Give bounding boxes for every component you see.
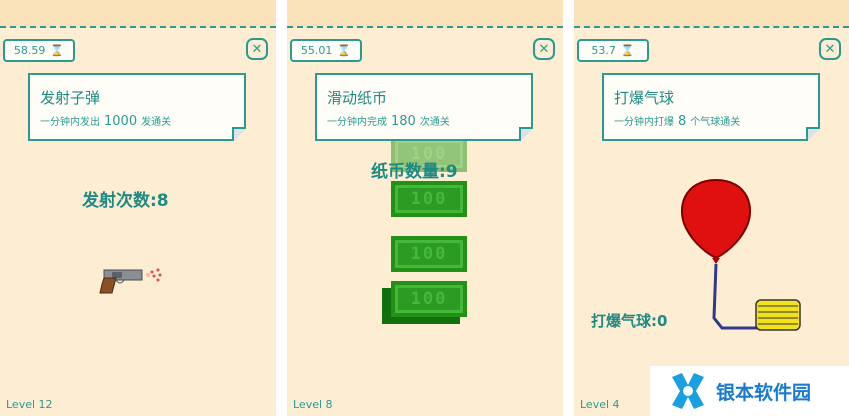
desc-suffix: 个气球通关 <box>690 117 741 128</box>
bill[interactable]: 100 <box>391 236 467 272</box>
close-icon: ✕ <box>824 41 836 57</box>
task-title: 打爆气球 <box>614 89 675 107</box>
desc-prefix: 一分钟内打爆 <box>614 117 674 128</box>
close-icon: ✕ <box>538 41 550 57</box>
close-button[interactable]: ✕ <box>819 38 841 60</box>
balloon-counter: 打爆气球:0 <box>591 312 668 330</box>
task-title: 发射子弹 <box>40 89 101 107</box>
watermark-text: 银本软件园 <box>716 381 812 404</box>
timer-badge: 55.01 ⌛ <box>290 39 362 62</box>
hourglass-icon: ⌛ <box>50 44 65 57</box>
hourglass-icon: ⌛ <box>337 44 352 57</box>
task-target: 180 <box>391 114 416 129</box>
bill-label: 100 <box>410 189 448 209</box>
top-bar <box>0 0 276 28</box>
bill-label: 100 <box>410 244 448 264</box>
timer-value: 53.7 <box>591 44 616 57</box>
timer-value: 58.59 <box>13 44 46 57</box>
task-title: 滑动纸币 <box>327 89 388 107</box>
watermark-logo-icon <box>672 373 704 409</box>
revolver-icon[interactable] <box>98 266 164 296</box>
bill-counter: 纸币数量:9 <box>371 162 458 182</box>
bill-label: 100 <box>410 289 448 309</box>
watermark: 银本软件园 <box>650 366 849 416</box>
top-bar <box>574 0 849 28</box>
page-fold <box>519 127 533 141</box>
desc-suffix: 次通关 <box>419 117 450 128</box>
page-fold <box>806 127 820 141</box>
spring-weight <box>755 299 801 331</box>
timer-badge: 58.59 ⌛ <box>3 39 75 62</box>
level-label: Level 12 <box>6 398 53 411</box>
task-target: 1000 <box>104 114 138 129</box>
hourglass-icon: ⌛ <box>620 44 635 57</box>
shot-counter: 发射次数:8 <box>82 191 169 211</box>
timer-badge: 53.7 ⌛ <box>577 39 649 62</box>
flying-bill: 100 <box>391 136 467 172</box>
level-label: Level 4 <box>580 398 620 411</box>
desc-prefix: 一分钟内发出 <box>40 117 100 128</box>
bill[interactable]: 100 <box>391 181 467 217</box>
close-icon: ✕ <box>251 41 263 57</box>
top-bar <box>287 0 563 28</box>
page-fold <box>232 127 246 141</box>
bill-stack[interactable]: 100 <box>391 281 467 317</box>
desc-prefix: 一分钟内完成 <box>327 117 387 128</box>
balloon-icon[interactable] <box>674 178 804 338</box>
level-label: Level 8 <box>293 398 333 411</box>
close-button[interactable]: ✕ <box>533 38 555 60</box>
timer-value: 55.01 <box>300 44 333 57</box>
close-button[interactable]: ✕ <box>246 38 268 60</box>
desc-suffix: 发通关 <box>141 117 172 128</box>
bill-label: 100 <box>410 144 448 164</box>
task-target: 8 <box>678 114 687 129</box>
